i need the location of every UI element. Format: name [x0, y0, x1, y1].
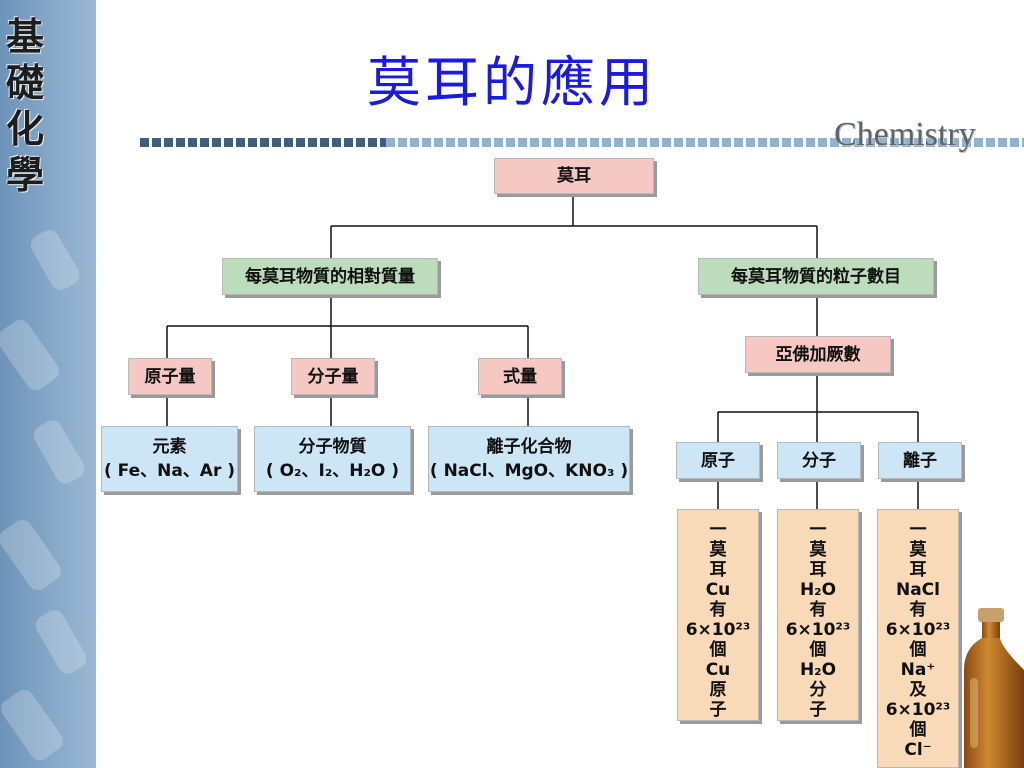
example-text: 子 [809, 700, 827, 720]
ionic-compound-node: 離子化合物 ( NaCl、MgO、KNO₃ ) [428, 426, 630, 492]
molecular-substance-node: 分子物質 ( O₂、I₂、H₂O ) [254, 426, 411, 492]
root-label: 莫耳 [557, 166, 591, 186]
example-text: 子 [709, 700, 727, 720]
example-text: H₂O [799, 660, 837, 680]
ionic-compound-examples: ( NaCl、MgO、KNO₃ ) [429, 461, 629, 481]
particle-count-label: 每莫耳物質的粒子數目 [731, 266, 901, 287]
example-text: 一 [809, 520, 827, 540]
sidebar-title: 基 礎 化 學 [2, 14, 48, 198]
dash-bar-light [386, 138, 1024, 147]
relative-mass-node: 每莫耳物質的相對質量 [222, 258, 438, 295]
sidebar-title-char: 基 [5, 14, 44, 59]
formula-mass-node: 式量 [478, 358, 562, 395]
example-text: 個 [909, 720, 927, 740]
example-text: 個 [709, 640, 727, 660]
example-text: NaCl [895, 580, 940, 600]
example-text: 個 [909, 640, 927, 660]
example-text: Cu [705, 580, 731, 600]
particle-count-node: 每莫耳物質的粒子數目 [698, 258, 934, 295]
molecular-mass-label: 分子量 [307, 366, 359, 387]
molecular-mass-node: 分子量 [291, 358, 375, 395]
example-text: 耳 [809, 560, 827, 580]
ion-node: 離子 [878, 442, 962, 479]
molecular-substance-examples: ( O₂、I₂、H₂O ) [265, 461, 400, 481]
example-text: 6×10²³ [785, 620, 851, 640]
example-text: 一 [909, 520, 927, 540]
formula-mass-label: 式量 [503, 366, 537, 387]
ionic-compound-label: 離子化合物 [486, 437, 572, 457]
example-text: Cl⁻ [904, 740, 932, 760]
example-text: 分 [809, 680, 827, 700]
example-text: 耳 [709, 560, 727, 580]
element-examples: ( Fe、Na、Ar ) [103, 461, 236, 481]
molecular-substance-label: 分子物質 [298, 437, 367, 457]
example-text: 莫 [809, 540, 827, 560]
molecule-node: 分子 [777, 442, 861, 479]
example-text: 6×10²³ [685, 620, 751, 640]
example-text: 有 [809, 600, 827, 620]
element-label: 元素 [152, 437, 187, 457]
example-text: 及 [909, 680, 927, 700]
example-text: 有 [909, 600, 927, 620]
atomic-mass-label: 原子量 [144, 366, 196, 387]
example-text: H₂O [799, 580, 837, 600]
example-text: 原 [709, 680, 727, 700]
subject-label: Chemistry [834, 116, 976, 153]
example-text: Na⁺ [900, 660, 936, 680]
example-text: 6×10²³ [885, 620, 951, 640]
atomic-mass-node: 原子量 [128, 358, 212, 395]
ion-label: 離子 [903, 450, 937, 471]
example-text: 6×10²³ [885, 700, 951, 720]
relative-mass-label: 每莫耳物質的相對質量 [245, 266, 415, 287]
example-text: 一 [709, 520, 727, 540]
page-title: 莫耳的應用 [367, 51, 657, 114]
example-text: 有 [709, 600, 727, 620]
example-text: 個 [809, 640, 827, 660]
avogadro-label: 亞佛加厥數 [775, 344, 861, 365]
molecule-label: 分子 [802, 450, 836, 471]
atom-label: 原子 [701, 450, 735, 471]
example-text: 莫 [909, 540, 927, 560]
dash-bar-dark [140, 138, 386, 147]
example-text: Cu [705, 660, 731, 680]
sidebar-decoration: 基 礎 化 學 [0, 0, 96, 768]
avogadro-node: 亞佛加厥數 [745, 336, 891, 373]
example-text: 耳 [909, 560, 927, 580]
atom-node: 原子 [676, 442, 760, 479]
bottle-icon [964, 608, 1024, 768]
root-node: 莫耳 [494, 158, 654, 194]
sidebar-title-char: 學 [5, 152, 44, 197]
element-node: 元素 ( Fe、Na、Ar ) [101, 426, 238, 492]
example-text: 莫 [709, 540, 727, 560]
sidebar-title-char: 礎 [5, 60, 44, 105]
sidebar-title-char: 化 [5, 106, 44, 151]
